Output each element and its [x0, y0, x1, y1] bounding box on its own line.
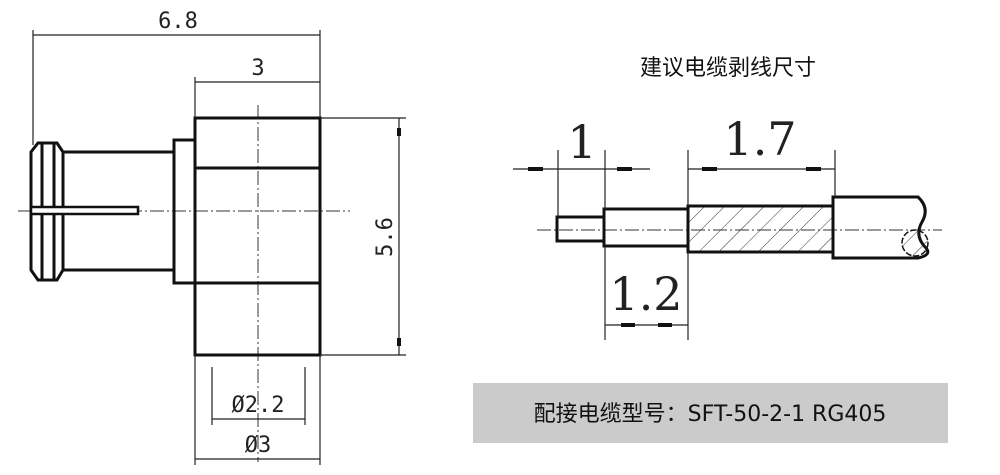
- dim-dielectric: 1.2: [609, 267, 682, 321]
- dim-body-length: 3: [251, 56, 264, 81]
- dim-pin: 1: [567, 115, 596, 169]
- cable-info-label: 配接电缆型号：SFT-50-2-1 RG405: [534, 402, 887, 427]
- cable-center-conductor: [555, 215, 606, 243]
- dim-inner-diameter: Ø2.2: [232, 393, 285, 418]
- center-pin: [29, 205, 140, 216]
- dim-body-height: 5.6: [373, 217, 398, 257]
- cable-dielectric: [602, 207, 690, 248]
- dim-braid: 1.7: [723, 112, 796, 166]
- strip-title: 建议电缆剥线尺寸: [640, 56, 816, 81]
- connector-flange: [172, 138, 197, 285]
- dim-overall-length: 6.8: [158, 9, 198, 34]
- connector-drawing: 6.8 3 5.6 Ø2.2 Ø3: [18, 9, 406, 465]
- cable-strip-drawing: 建议电缆剥线尺寸 1 1.7 1.2: [513, 56, 942, 340]
- cable-info-box: 配接电缆型号：SFT-50-2-1 RG405: [473, 383, 948, 443]
- dim-outer-diameter: Ø3: [245, 433, 272, 458]
- cable-braid: [686, 204, 835, 254]
